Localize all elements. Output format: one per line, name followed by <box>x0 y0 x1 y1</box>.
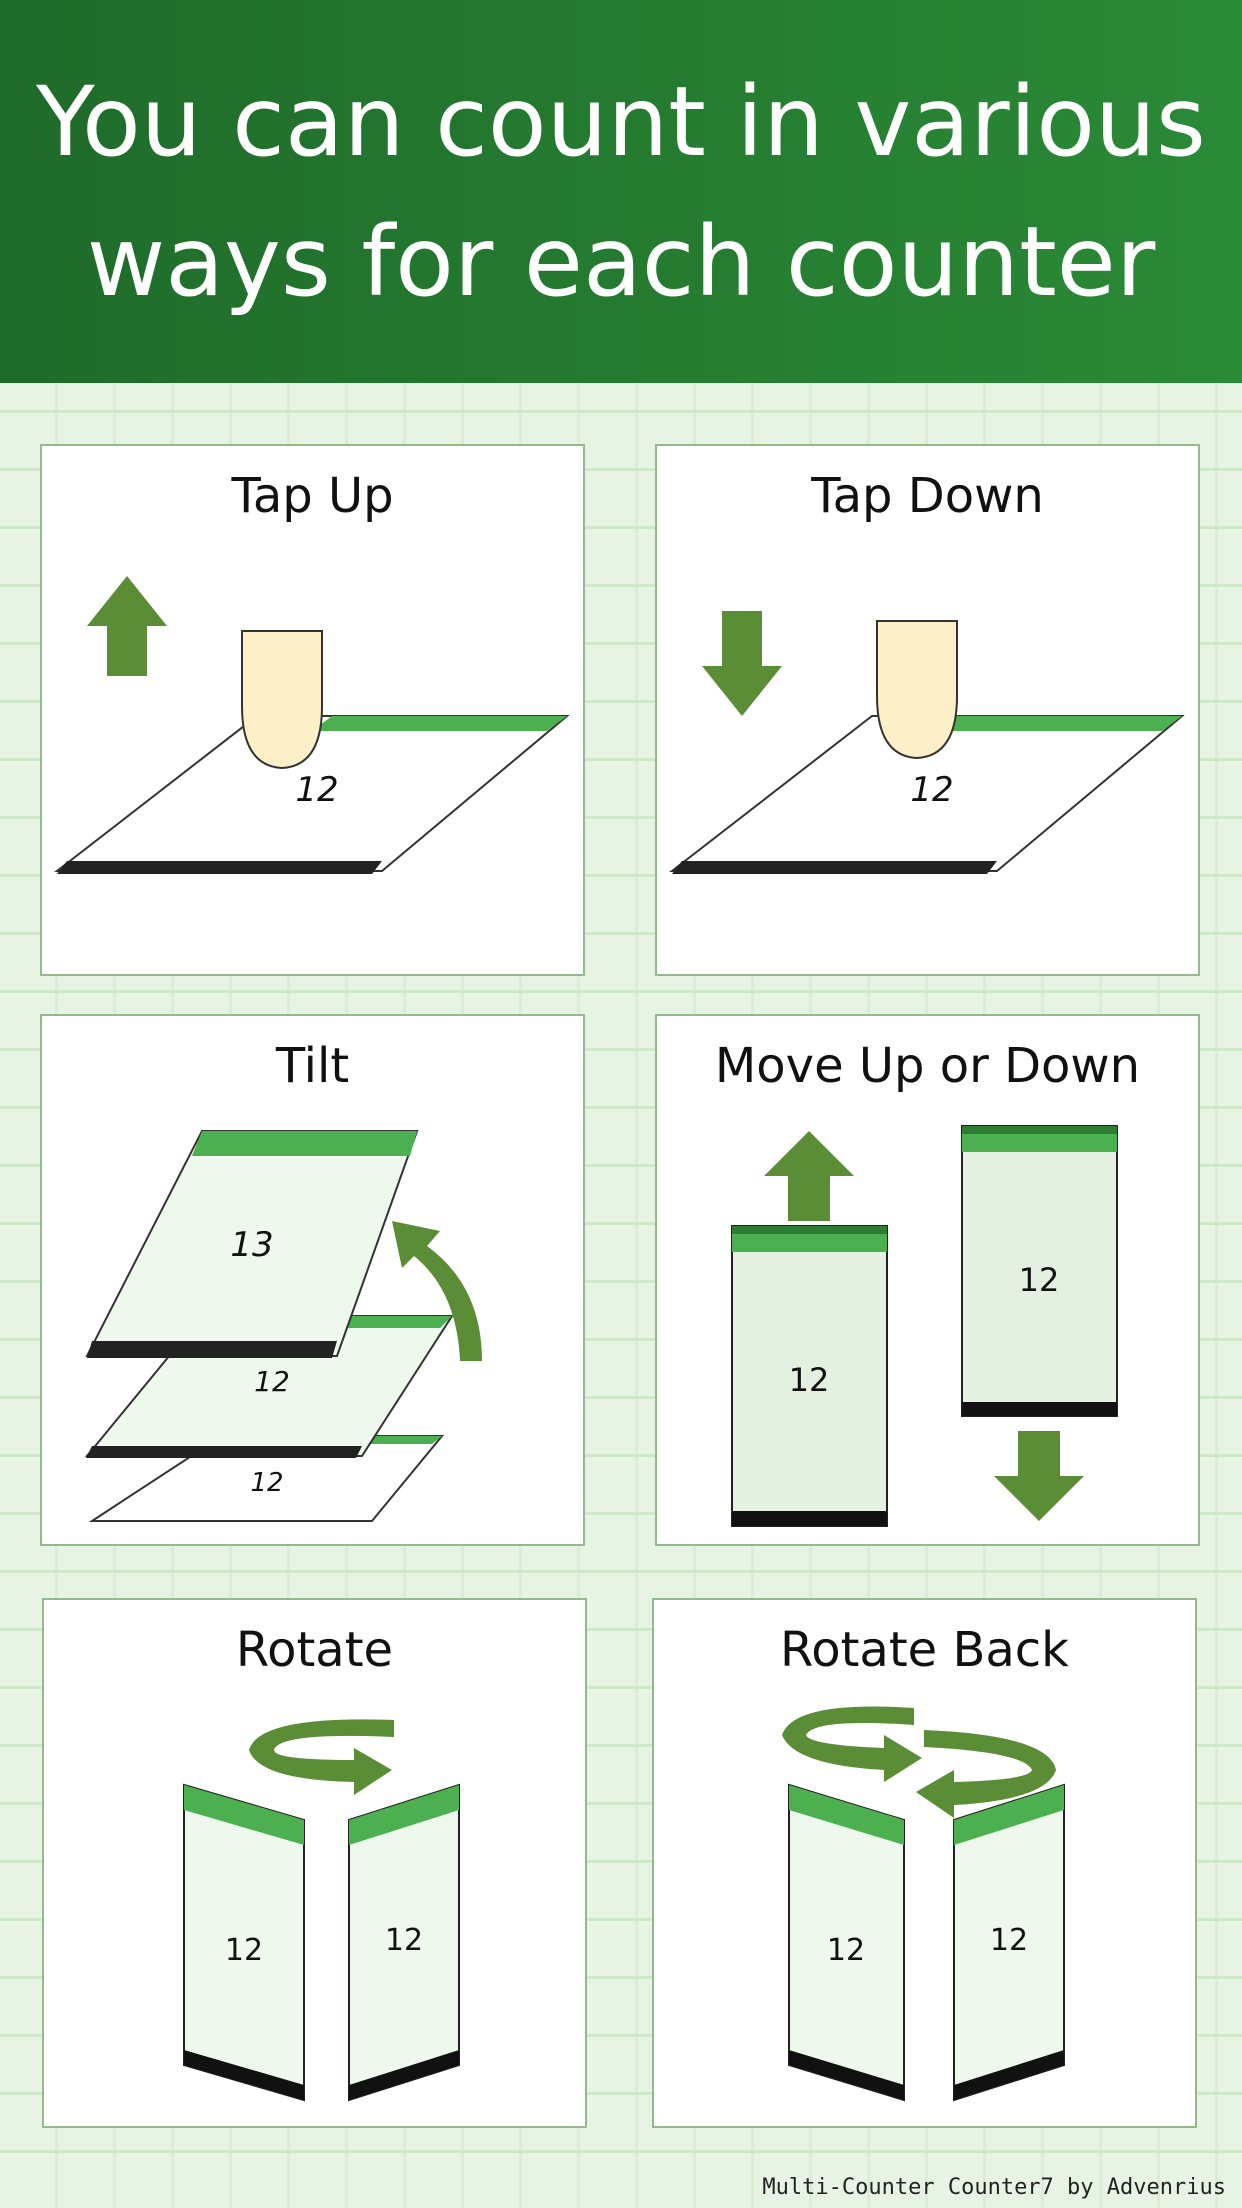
up-arrow-icon <box>764 1131 854 1221</box>
panel-title: Rotate <box>235 1622 394 1678</box>
phone-nav-bar <box>672 861 997 874</box>
counter-value: 12 <box>250 1468 283 1498</box>
phone-upper <box>961 1125 1118 1417</box>
panel-rotate: Rotate 12 12 <box>42 1598 587 2128</box>
panel-tilt: Tilt 12 12 13 <box>40 1014 585 1546</box>
finger-icon <box>876 620 958 760</box>
panel-title: Tap Up <box>231 468 394 524</box>
counter-value: 12 <box>827 1933 865 1968</box>
counter-value: 12 <box>789 1361 830 1399</box>
counter-value: 13 <box>230 1225 273 1265</box>
panel-move-up-down: Move Up or Down 12 12 <box>655 1014 1200 1546</box>
counter-value: 12 <box>295 770 338 810</box>
rotate-back-illustration: 12 12 <box>782 1706 1065 2102</box>
footer-credit: Multi-Counter Counter7 by Advenrius <box>762 2175 1226 2200</box>
phone-nav-bar <box>57 861 382 874</box>
panel-tap-down: Tap Down 12 <box>655 444 1200 976</box>
counter-value: 12 <box>990 1923 1028 1958</box>
rotate-back-arrow-icon <box>916 1730 1056 1818</box>
counter-value: 12 <box>254 1365 290 1398</box>
panel-title: Tilt <box>275 1038 350 1094</box>
curved-arrow-icon <box>392 1221 482 1361</box>
counter-value: 12 <box>385 1923 423 1958</box>
finger-icon <box>241 630 323 770</box>
rotate-arrow-icon <box>782 1706 922 1782</box>
up-arrow-icon <box>87 576 167 676</box>
page-title: You can count in various ways for each c… <box>21 52 1221 332</box>
phone-app-bar <box>927 716 1182 731</box>
tilt-illustration: 12 12 13 <box>84 1130 482 1522</box>
phone-lower <box>731 1225 888 1527</box>
tap-up-illustration: 12 <box>54 576 570 874</box>
panel-title: Tap Down <box>811 468 1044 524</box>
panel-title: Rotate Back <box>780 1622 1069 1678</box>
counter-value: 12 <box>910 770 953 810</box>
counter-value: 12 <box>1019 1261 1060 1299</box>
down-arrow-icon <box>994 1431 1084 1521</box>
tap-down-illustration: 12 <box>669 611 1185 874</box>
move-illustration: 12 12 <box>731 1125 1118 1527</box>
title-line-2: ways for each counter <box>86 205 1156 318</box>
header-banner: You can count in various ways for each c… <box>0 0 1242 383</box>
panel-tap-up: Tap Up 12 <box>40 444 585 976</box>
panel-title: Move Up or Down <box>714 1038 1141 1094</box>
panel-rotate-back: Rotate Back 12 12 <box>652 1598 1197 2128</box>
down-arrow-icon <box>702 611 782 716</box>
phone-app-bar <box>312 716 567 731</box>
counter-value: 12 <box>225 1933 263 1968</box>
rotate-arrow-icon <box>249 1719 394 1795</box>
title-line-1: You can count in various <box>36 65 1206 178</box>
rotate-illustration: 12 12 <box>183 1719 460 2102</box>
